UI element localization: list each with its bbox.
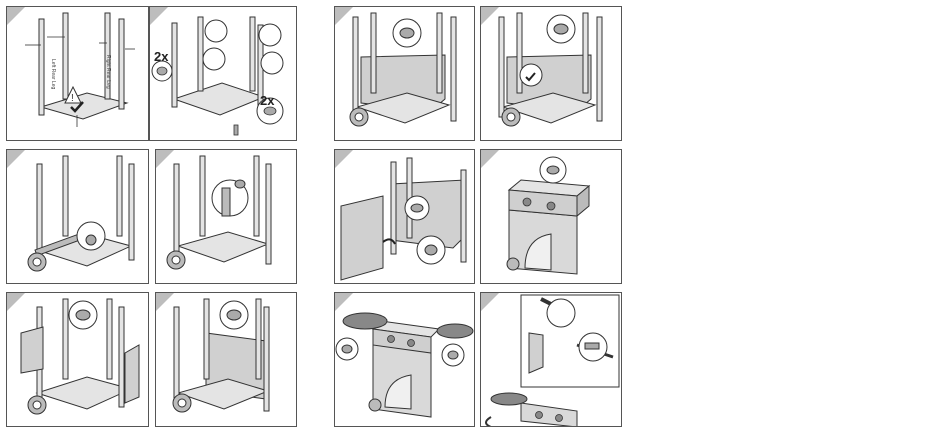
cart-leg-front-right xyxy=(264,307,269,411)
step-9-illustration xyxy=(7,293,149,427)
detail-circle xyxy=(259,24,281,46)
cart-leg-rear-right xyxy=(250,17,255,91)
screw-icon xyxy=(264,107,276,115)
screw-icon xyxy=(448,351,458,359)
cart-leg-rear-right xyxy=(437,13,442,93)
burner-knob-icon xyxy=(523,198,531,206)
cart-leg-front-right xyxy=(266,164,271,264)
quantity-label: 2x xyxy=(260,93,274,108)
step-4-panel xyxy=(480,6,622,141)
step-10-panel xyxy=(155,292,297,427)
svg-text:!: ! xyxy=(71,93,74,104)
cart-bottom-shelf xyxy=(37,377,131,409)
hose-clamp-icon xyxy=(585,343,599,349)
cart-leg-front-left xyxy=(353,17,358,117)
cart-wheel xyxy=(507,258,519,270)
side-panel-right xyxy=(125,345,139,403)
cart-leg-rear-left xyxy=(198,17,203,91)
cart-leg-front-right xyxy=(119,307,124,407)
step-9-panel xyxy=(6,292,149,427)
cart-leg-rear-left xyxy=(200,156,205,236)
cart-leg-rear-right xyxy=(107,299,112,379)
cart-leg-rear-left xyxy=(63,299,68,379)
cart-leg-rear-right xyxy=(254,156,259,236)
cart-leg-front-right xyxy=(597,17,602,121)
washer-icon xyxy=(86,235,96,245)
cart-leg-front-right xyxy=(119,19,124,109)
cart-leg-front-left xyxy=(37,164,42,258)
burner-knob-icon xyxy=(536,412,543,419)
step-7-illustration xyxy=(335,150,475,284)
step-12-illustration xyxy=(481,293,622,427)
cart-leg-front-right xyxy=(129,164,134,260)
cart-leg-front-right xyxy=(451,17,456,121)
screw-icon xyxy=(411,204,423,212)
step-2-panel: 2x 2x xyxy=(149,6,297,141)
step-3-panel xyxy=(334,6,475,141)
step-2-illustration xyxy=(150,7,297,141)
cart-leg-front-left xyxy=(172,23,177,107)
step-1-illustration: ! xyxy=(7,7,149,141)
cart-leg-rear-left xyxy=(371,13,376,93)
quantity-label: 2x xyxy=(154,49,168,64)
cart-side-detail xyxy=(529,333,543,373)
step-3-illustration xyxy=(335,7,475,141)
cart-leg-rear-left xyxy=(63,13,68,99)
screw-icon xyxy=(235,180,245,188)
screw-icon xyxy=(425,245,437,255)
step-7-panel xyxy=(334,149,475,284)
step-8-panel xyxy=(480,149,622,284)
grill-control-panel xyxy=(521,403,577,427)
side-shelf-left xyxy=(491,393,527,405)
screw-icon xyxy=(227,310,241,320)
cart-leg-front-left xyxy=(499,17,504,117)
detail-circle xyxy=(203,48,225,70)
hinge-bracket xyxy=(222,188,230,216)
step-8-illustration xyxy=(481,150,622,284)
side-shelf-left xyxy=(343,313,387,329)
bolt-icon xyxy=(234,125,238,135)
screw-icon xyxy=(400,28,414,38)
step-11-illustration xyxy=(335,293,475,427)
step-10-illustration xyxy=(156,293,297,427)
step-12-panel xyxy=(480,292,622,427)
step-6-illustration xyxy=(156,150,297,284)
screw-icon xyxy=(157,67,167,75)
leg-marking-left: Left Rear Leg xyxy=(50,59,56,89)
screw-icon xyxy=(342,345,352,353)
detail-circle xyxy=(261,52,283,74)
burner-knob-icon xyxy=(547,202,555,210)
burner-knob-icon xyxy=(556,415,563,422)
cart-leg-front-left xyxy=(174,164,179,258)
step-5-panel xyxy=(6,149,149,284)
detail-circle xyxy=(205,20,227,42)
screw-icon xyxy=(554,24,568,34)
step-5-illustration xyxy=(7,150,149,284)
cart-door-panel xyxy=(341,196,383,280)
cart-wheel xyxy=(369,399,381,411)
screw-icon xyxy=(547,166,559,174)
burner-knob-icon xyxy=(388,336,395,343)
side-panel-left xyxy=(21,327,43,373)
screw-icon xyxy=(76,310,90,320)
cart-leg-rear-right xyxy=(256,299,261,379)
cart-leg-rear-left xyxy=(63,156,68,236)
burner-knob-icon xyxy=(408,340,415,347)
step-1-panel: ! Left Rear Leg Right Rear Leg xyxy=(6,6,149,141)
cart-leg-front-left xyxy=(39,19,44,115)
side-shelf-right xyxy=(437,324,473,338)
gas-hose xyxy=(486,417,491,427)
cart-leg-rear-right xyxy=(117,156,122,236)
leg-marking-right: Right Rear Leg xyxy=(105,55,111,89)
cart-leg-front-left xyxy=(174,307,179,407)
cart-leg-front-right xyxy=(461,170,466,262)
cart-leg-rear-right xyxy=(583,13,588,93)
step-11-panel xyxy=(334,292,475,427)
cart-bottom-shelf xyxy=(41,93,127,119)
step-6-panel xyxy=(155,149,297,284)
cart-leg-rear-left xyxy=(204,299,209,379)
step-4-illustration xyxy=(481,7,622,141)
detail-circle xyxy=(520,64,542,86)
detail-circle xyxy=(547,299,575,327)
